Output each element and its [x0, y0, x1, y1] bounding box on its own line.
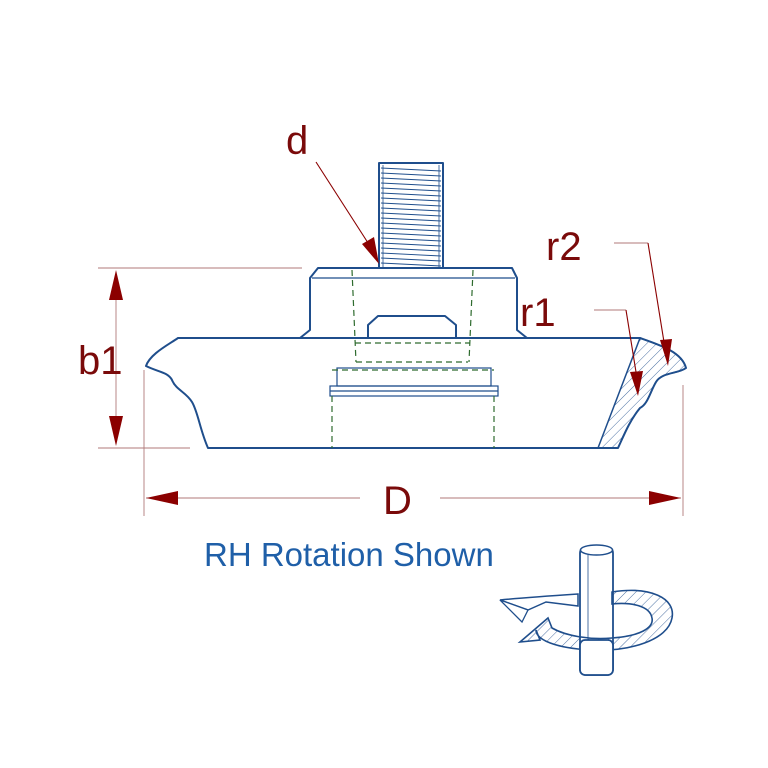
stud-collar [367, 315, 457, 339]
label-D: D [383, 479, 412, 523]
label-d: d [286, 119, 308, 163]
label-r2: r2 [546, 225, 582, 269]
leader-r2 [614, 242, 672, 366]
leader-d [315, 161, 379, 264]
hidden-lines [331, 269, 495, 448]
rh-rotation-arrow-icon [499, 544, 674, 676]
label-r1: r1 [520, 291, 556, 335]
caption-rotation: RH Rotation Shown [204, 536, 494, 573]
dimension-D [143, 370, 684, 516]
upper-hub [299, 267, 528, 339]
inner-disc [329, 367, 499, 397]
base-pad [145, 337, 687, 449]
dimension-b1 [98, 267, 302, 449]
label-b1: b1 [78, 339, 123, 383]
section-hatch [596, 337, 687, 449]
leader-r1 [594, 309, 643, 396]
